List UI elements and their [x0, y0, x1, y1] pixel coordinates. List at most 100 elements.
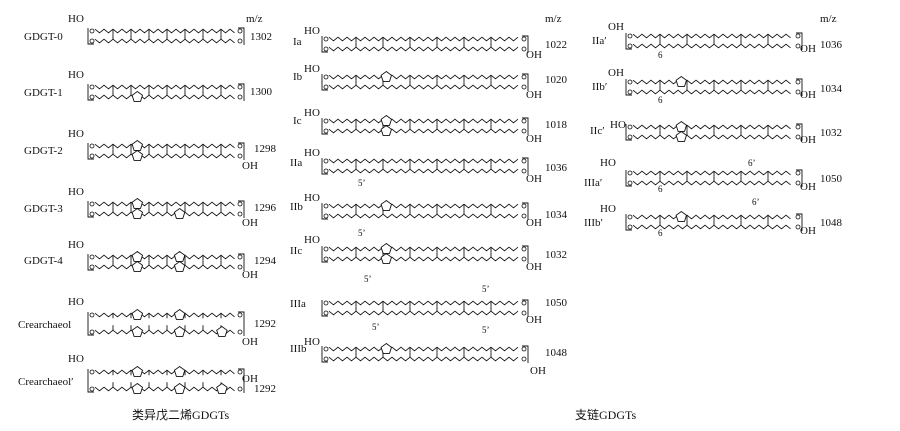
ether-oxygen: [237, 94, 243, 100]
glycerol-backbone-left: [87, 369, 94, 393]
glycerol-backbone-left: [321, 300, 328, 317]
hydroxyl-label: HO: [68, 239, 84, 251]
ether-oxygen: [323, 213, 329, 219]
ether-oxygen: [521, 256, 527, 262]
compound-label: IIb′: [592, 81, 607, 93]
alkyl-chain: [94, 386, 235, 392]
molecule-skeleton: [625, 75, 803, 96]
alkyl-chain: [94, 201, 235, 207]
structure-iia-prime: IIa′ OH OH 1036 6: [592, 21, 843, 60]
hydroxyl-label: HO: [610, 119, 626, 131]
ether-oxygen: [237, 386, 243, 392]
mz-value: 1036: [545, 162, 568, 174]
hydroxyl-label: HO: [304, 25, 320, 37]
alkyl-chain: [632, 89, 791, 95]
glycerol-backbone-right: [238, 311, 245, 336]
alkyl-chain: [94, 369, 235, 375]
ether-oxygen: [323, 168, 329, 174]
hydroxyl-label: HO: [600, 203, 616, 215]
cyclopentane-ring: [173, 250, 186, 262]
ether-oxygen: [323, 36, 329, 42]
alkyl-chain: [94, 211, 235, 217]
cyclopentane-ring: [131, 149, 144, 161]
glycerol-backbone-left: [625, 79, 632, 96]
alkyl-chain: [328, 128, 519, 134]
methyl-position-label: 5’: [364, 274, 372, 284]
compound-label: IIIa′: [584, 177, 602, 189]
mz-value: 1022: [545, 39, 567, 51]
molecule-skeleton: [87, 27, 245, 45]
methyl-position-top: 6’: [748, 158, 756, 168]
cyclopentane-ring: [216, 325, 228, 337]
structure-crearchaeol-prime: Crearchaeol′ HO OH 1292: [18, 353, 276, 395]
ether-oxygen: [795, 43, 801, 49]
alkyl-chain: [94, 312, 235, 318]
alkyl-chain: [328, 158, 519, 164]
glycerol-backbone-left: [321, 203, 328, 220]
glycerol-backbone-left: [87, 84, 94, 101]
alkyl-chain: [94, 84, 235, 90]
glycerol-backbone-right: [238, 27, 245, 45]
glycerol-backbone-right: [238, 368, 245, 393]
alkyl-chain: [632, 180, 791, 186]
structure-iiia-prime: IIIa′ HO OH 1050 6’ 6: [584, 157, 843, 194]
ether-oxygen: [627, 33, 633, 39]
ether-oxygen: [323, 310, 329, 316]
ether-oxygen: [795, 170, 801, 176]
compound-label: GDGT-2: [24, 145, 63, 157]
cyclopentane-ring: [131, 260, 144, 272]
cyclopentane-ring: [380, 124, 393, 136]
mz-value: 1048: [820, 217, 843, 229]
compound-label: IIc′: [590, 125, 605, 137]
cyclopentane-ring: [131, 197, 144, 209]
glycerol-backbone-right: [522, 35, 529, 53]
alkyl-chain: [94, 329, 235, 335]
methyl-position-label: 6: [658, 184, 663, 194]
alkyl-chain: [328, 356, 519, 362]
alkyl-chain: [632, 43, 791, 49]
cyclopentane-ring: [131, 382, 144, 394]
molecule-skeleton: [625, 210, 803, 231]
hydroxyl-label: OH: [608, 21, 624, 33]
hydroxyl-label: HO: [304, 107, 320, 119]
ether-oxygen: [323, 246, 329, 252]
ether-oxygen: [323, 46, 329, 52]
ether-oxygen: [627, 124, 633, 130]
alkyl-chain: [328, 310, 519, 316]
glycerol-backbone-left: [87, 254, 94, 271]
alkyl-chain: [632, 224, 791, 230]
glycerol-backbone-left: [87, 143, 94, 160]
ether-oxygen: [323, 346, 329, 352]
cyclopentane-ring: [131, 365, 144, 377]
structure-gdgt-1: GDGT-1 HO 1300: [24, 69, 273, 102]
glycerol-backbone-left: [87, 312, 94, 336]
glycerol-backbone-left: [625, 33, 632, 50]
structure-gdgt-3: GDGT-3 HO OH 1296: [24, 186, 277, 229]
glycerol-backbone-left: [87, 28, 94, 45]
cyclopentane-ring: [380, 342, 393, 354]
methyl-position-label: 6: [658, 228, 663, 238]
ether-oxygen: [521, 300, 527, 306]
ether-oxygen: [795, 124, 801, 130]
compound-label: Ic: [293, 115, 302, 127]
cyclopentane-ring: [675, 120, 688, 132]
mz-value: 1034: [545, 209, 568, 221]
ether-oxygen: [627, 89, 633, 95]
ether-oxygen: [627, 180, 633, 186]
ether-oxygen: [521, 84, 527, 90]
mz-value: 1048: [545, 347, 568, 359]
alkyl-chain: [94, 28, 235, 34]
alkyl-chain: [328, 36, 519, 42]
alkyl-chain: [328, 203, 519, 209]
hydroxyl-label: HO: [304, 147, 320, 159]
alkyl-chain: [632, 170, 791, 176]
ether-oxygen: [89, 38, 95, 44]
cyclopentane-ring: [173, 325, 186, 337]
mz-value: 1302: [250, 31, 272, 43]
ether-oxygen: [521, 128, 527, 134]
compound-label: IIIa: [290, 298, 306, 310]
ether-oxygen: [795, 33, 801, 39]
alkyl-chain: [94, 143, 235, 149]
molecule-skeleton: [87, 139, 245, 161]
glycerol-backbone-right: [238, 83, 245, 101]
